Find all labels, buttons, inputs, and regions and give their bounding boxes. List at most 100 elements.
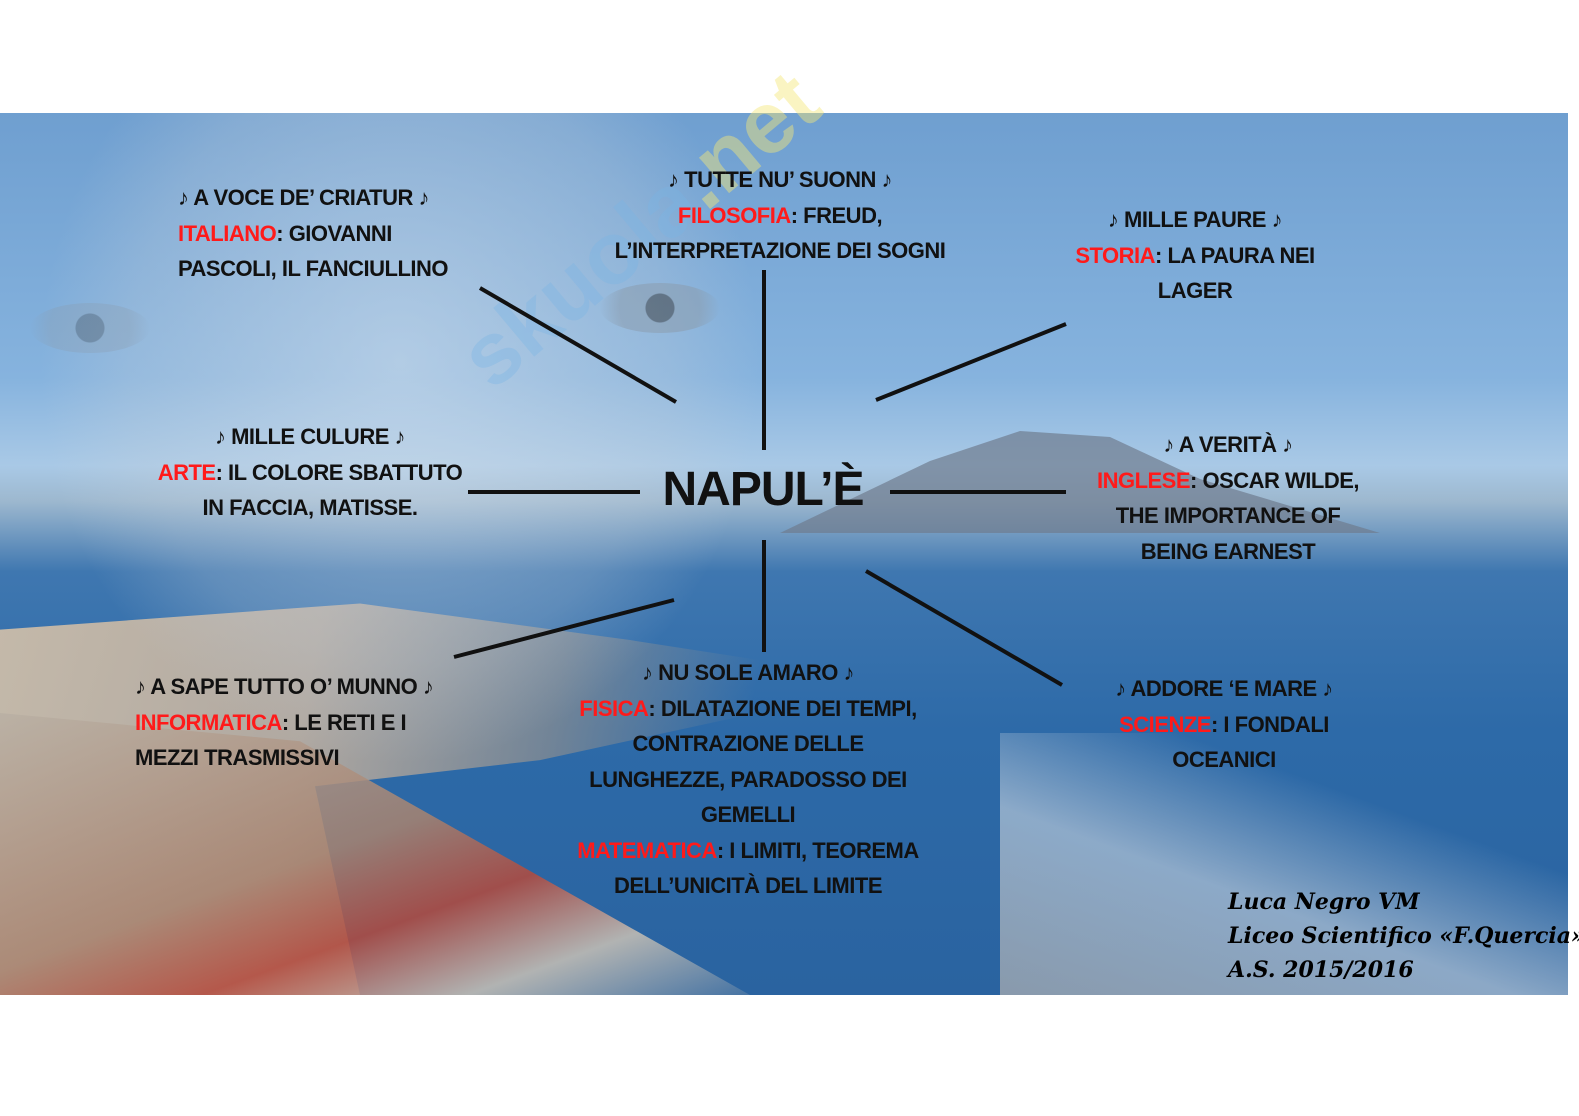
topic-text: LUNGHEZZE, PARADOSSO DEI <box>589 766 907 792</box>
music-note-icon: ♪ <box>394 424 406 449</box>
node-arte: ♪ MILLE CULURE ♪ARTE: IL COLORE SBATTUTO… <box>158 419 463 526</box>
topic-text: : LA PAURA NEI <box>1155 242 1315 268</box>
subject-label: FISICA <box>579 695 649 721</box>
song-text: TUTTE NU’ SUONN <box>684 167 876 192</box>
node-line: DELL’UNICITÀ DEL LIMITE <box>577 868 919 904</box>
link-informatica <box>453 598 675 659</box>
topic-text: : LE RETI E I <box>281 709 407 735</box>
music-note-icon: ♪ <box>135 674 146 699</box>
node-line: FILOSOFIA: FREUD, <box>615 198 946 234</box>
topic-text: : FREUD, <box>790 202 883 228</box>
topic-text: : DILATAZIONE DEI TEMPI, <box>648 695 917 721</box>
node-line: FISICA: DILATAZIONE DEI TEMPI, <box>577 691 919 727</box>
topic-text: CONTRAZIONE DELLE <box>632 731 864 756</box>
song-title: ♪ A VERITÀ ♪ <box>1097 427 1359 463</box>
subject-label: SCIENZE <box>1119 711 1211 737</box>
link-scienze <box>864 569 1064 687</box>
subject-label: ITALIANO <box>178 220 277 246</box>
song-text: NU SOLE AMARO <box>658 660 838 685</box>
music-note-icon: ♪ <box>422 674 434 699</box>
music-note-icon: ♪ <box>1271 207 1283 232</box>
song-text: MILLE PAURE <box>1124 207 1266 232</box>
topic-text: : IL COLORE SBATTUTO <box>215 459 463 485</box>
node-line: INFORMATICA: LE RETI E I <box>135 705 433 741</box>
music-note-icon: ♪ <box>418 185 430 210</box>
music-note-icon: ♪ <box>843 660 854 685</box>
song-title: ♪ NU SOLE AMARO ♪ <box>577 655 919 691</box>
music-note-icon: ♪ <box>214 424 226 449</box>
node-line: GEMELLI <box>577 797 919 833</box>
harbor <box>1000 733 1568 995</box>
subject-label: INGLESE <box>1096 467 1191 493</box>
node-line: OCEANICI <box>1115 742 1333 778</box>
music-note-icon: ♪ <box>1107 207 1119 232</box>
node-italiano: ♪ A VOCE DE’ CRIATUR ♪ITALIANO: GIOVANNI… <box>178 180 449 287</box>
node-line: STORIA: LA PAURA NEI <box>1075 238 1315 274</box>
music-note-icon: ♪ <box>642 660 653 685</box>
topic-text: OCEANICI <box>1172 747 1276 772</box>
node-line: BEING EARNEST <box>1097 534 1359 570</box>
music-note-icon: ♪ <box>1115 676 1126 701</box>
song-text: A SAPE TUTTO O’ MUNNO <box>150 674 418 699</box>
topic-text: LAGER <box>1157 278 1233 303</box>
topic-text: L’INTERPRETAZIONE DEI SOGNI <box>614 238 946 263</box>
node-line: SCIENZE: I FONDALI <box>1115 707 1333 743</box>
node-line: INGLESE: OSCAR WILDE, <box>1096 463 1360 499</box>
subject-label: STORIA <box>1075 242 1156 268</box>
topic-text: THE IMPORTANCE OF <box>1115 503 1341 528</box>
topic-text: MEZZI TRASMISSIVI <box>135 745 340 770</box>
eye <box>30 303 150 353</box>
topic-text: GEMELLI <box>700 802 796 827</box>
music-note-icon: ♪ <box>178 185 189 210</box>
topic-text: : OSCAR WILDE, <box>1190 467 1360 493</box>
node-informatica: ♪ A SAPE TUTTO O’ MUNNO ♪INFORMATICA: LE… <box>135 669 434 776</box>
node-line: LUNGHEZZE, PARADOSSO DEI <box>577 762 919 798</box>
signature-school: Liceo Scientifico «F.Quercia» <box>1228 923 1579 949</box>
song-text: MILLE CULURE <box>231 424 389 449</box>
node-inglese: ♪ A VERITÀ ♪INGLESE: OSCAR WILDE,THE IMP… <box>1096 427 1360 570</box>
music-note-icon: ♪ <box>1163 432 1174 457</box>
topic-text: PASCOLI, IL FANCIULLINO <box>178 256 449 281</box>
node-line: THE IMPORTANCE OF <box>1097 498 1359 534</box>
node-line: IN FACCIA, MATISSE. <box>158 490 463 526</box>
song-title: ♪ MILLE PAURE ♪ <box>1075 202 1314 238</box>
song-title: ♪ A SAPE TUTTO O’ MUNNO ♪ <box>135 669 434 705</box>
node-line: ARTE: IL COLORE SBATTUTO <box>158 455 463 491</box>
background-photo-naples <box>0 113 1568 995</box>
song-text: ADDORE ‘E MARE <box>1130 676 1318 701</box>
eye <box>600 283 720 333</box>
topic-text: : GIOVANNI <box>276 220 392 246</box>
subject-label: MATEMATICA <box>577 837 717 863</box>
link-storia <box>875 322 1067 402</box>
signature: Luca Negro VM Liceo Scientifico «F.Querc… <box>1228 885 1579 987</box>
node-line: CONTRAZIONE DELLE <box>577 726 919 762</box>
music-note-icon: ♪ <box>881 167 892 192</box>
topic-text: : I FONDALI <box>1210 711 1329 737</box>
music-note-icon: ♪ <box>668 167 679 192</box>
node-filosofia: ♪ TUTTE NU’ SUONN ♪ FILOSOFIA: FREUD, L’IN… <box>615 162 946 269</box>
topic-text: DELL’UNICITÀ DEL LIMITE <box>614 873 882 898</box>
node-line: PASCOLI, IL FANCIULLINO <box>178 251 449 287</box>
subject-label: INFORMATICA <box>135 709 282 735</box>
topic-text: IN FACCIA, MATISSE. <box>202 495 419 520</box>
node-line: MATEMATICA: I LIMITI, TEOREMA <box>577 833 919 869</box>
song-title: ♪ MILLE CULURE ♪ <box>158 419 463 455</box>
song-title: ♪ ADDORE ‘E MARE ♪ <box>1115 671 1333 707</box>
music-note-icon: ♪ <box>1322 676 1333 701</box>
signature-year: A.S. 2015/2016 <box>1228 957 1414 983</box>
subject-label: ARTE <box>157 459 216 485</box>
node-line: L’INTERPRETAZIONE DEI SOGNI <box>615 233 946 269</box>
song-text: A VERITÀ <box>1178 432 1277 457</box>
node-line: MEZZI TRASMISSIVI <box>135 740 433 776</box>
face-overlay <box>0 113 900 995</box>
music-note-icon: ♪ <box>1282 432 1293 457</box>
topic-text: : I LIMITI, TEOREMA <box>716 837 919 863</box>
song-title: ♪ A VOCE DE’ CRIATUR ♪ <box>178 180 448 216</box>
node-line: ITALIANO: GIOVANNI <box>178 216 448 252</box>
song-text: A VOCE DE’ CRIATUR <box>193 185 413 210</box>
subject-label: FILOSOFIA <box>677 202 791 228</box>
link-italiano <box>478 286 678 404</box>
